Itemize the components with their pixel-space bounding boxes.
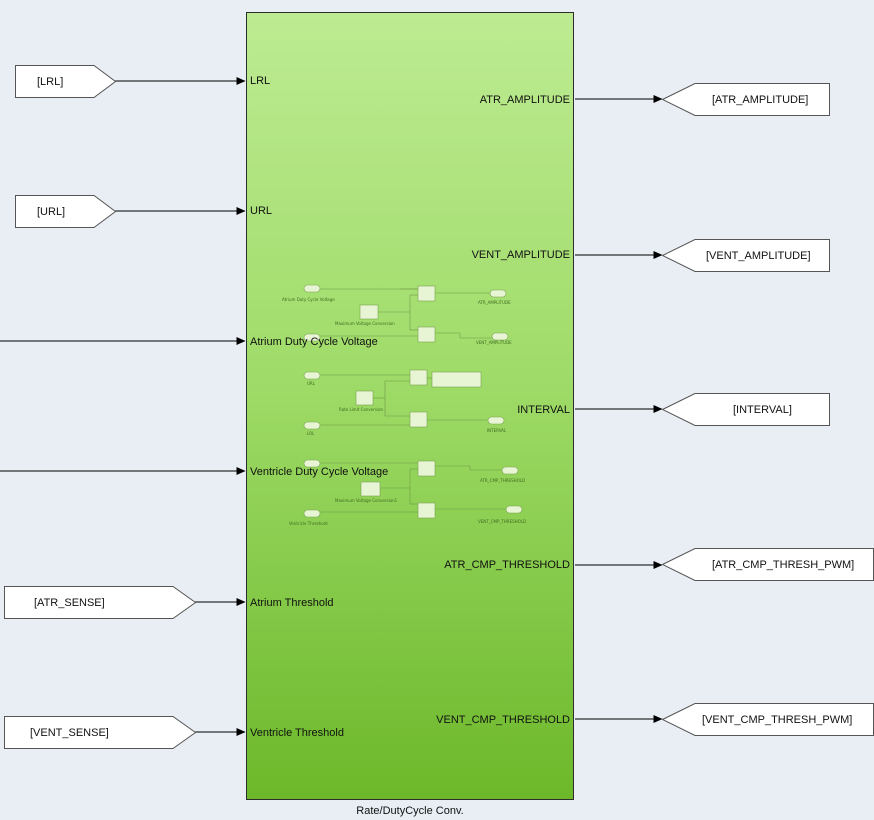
output-port-atr-cmp-threshold: ATR_CMP_THRESHOLD xyxy=(444,559,570,571)
preview-label-rate-limit: Rate Limit Conversion xyxy=(339,407,384,412)
goto-tag-interval-label: [INTERVAL] xyxy=(733,403,792,416)
input-port-lrl: LRL xyxy=(250,75,271,87)
output-port-vent-amplitude: VENT_AMPLITUDE xyxy=(471,249,570,261)
goto-tag-vent-cmp-thresh-pwm-label: [VENT_CMP_THRESH_PWM] xyxy=(702,713,853,726)
input-port-atrium-threshold: Atrium Threshold xyxy=(250,597,334,609)
preview-label-ventricle-threshold: Ventricle Threshold xyxy=(289,521,328,526)
output-port-vent-cmp-threshold: VENT_CMP_THRESHOLD xyxy=(436,714,570,726)
preview-label-max-voltage1: Maximum Voltage Conversion1 xyxy=(335,498,398,503)
preview-label-lrl: LRL xyxy=(307,431,315,436)
goto-tag-interval[interactable]: [INTERVAL] xyxy=(662,393,830,426)
output-port-atr-amplitude: ATR_AMPLITUDE xyxy=(479,94,570,106)
goto-tag-atr-cmp-thresh-pwm-label: [ATR_CMP_THRESH_PWM] xyxy=(712,558,855,571)
preview-label-vent-amplitude: VENT_AMPLITUDE xyxy=(476,340,512,345)
input-port-ventricle-threshold: Ventricle Threshold xyxy=(250,727,344,739)
from-tag-url[interactable]: [URL] xyxy=(15,195,116,228)
preview-label-atr-amplitude: ATR_AMPLITUDE xyxy=(478,300,511,305)
input-port-atrium-duty-cycle-voltage: Atrium Duty Cycle Voltage xyxy=(250,336,378,348)
preview-label-atrium-duty: Atrium Duty Cycle Voltage xyxy=(282,297,335,302)
output-port-interval: INTERVAL xyxy=(517,404,570,416)
from-tag-url-label: [URL] xyxy=(37,205,66,218)
from-tag-vent-sense[interactable]: [VENT_SENSE] xyxy=(4,716,196,749)
goto-tag-vent-amplitude-label: [VENT_AMPLITUDE] xyxy=(706,249,811,262)
preview-label-max-voltage: Maximum Voltage Conversion xyxy=(335,321,395,326)
goto-tag-vent-amplitude[interactable]: [VENT_AMPLITUDE] xyxy=(662,239,830,272)
preview-label-vent-cmp: VENT_CMP_THRESHOLD xyxy=(478,519,526,524)
from-tag-lrl-label: [LRL] xyxy=(37,75,64,88)
preview-label-interval: INTERVAL xyxy=(487,428,507,433)
from-tag-atr-sense-label: [ATR_SENSE] xyxy=(34,596,105,609)
goto-tag-atr-amplitude[interactable]: [ATR_AMPLITUDE] xyxy=(662,83,830,116)
from-tag-atr-sense[interactable]: [ATR_SENSE] xyxy=(4,586,196,619)
from-tag-lrl[interactable]: [LRL] xyxy=(15,65,116,98)
goto-tag-atr-amplitude-label: [ATR_AMPLITUDE] xyxy=(712,93,809,106)
input-port-url: URL xyxy=(250,205,273,217)
subsystem-internal-preview: Atrium Duty Cycle Voltage URL LRL Ventri… xyxy=(282,284,526,526)
from-tag-vent-sense-label: [VENT_SENSE] xyxy=(30,726,109,739)
goto-tag-atr-cmp-thresh-pwm[interactable]: [ATR_CMP_THRESH_PWM] xyxy=(662,548,874,581)
preview-label-url: URL xyxy=(307,381,316,386)
subsystem-name-label: Rate/DutyCycle Conv. xyxy=(356,805,464,817)
rate-dutycycle-subsystem-block[interactable] xyxy=(246,12,574,800)
input-port-ventricle-duty-cycle-voltage: Ventricle Duty Cycle Voltage xyxy=(250,466,389,478)
goto-tag-vent-cmp-thresh-pwm[interactable]: [VENT_CMP_THRESH_PWM] xyxy=(662,703,874,736)
preview-label-atr-cmp: ATR_CMP_THRESHOLD xyxy=(480,478,525,483)
